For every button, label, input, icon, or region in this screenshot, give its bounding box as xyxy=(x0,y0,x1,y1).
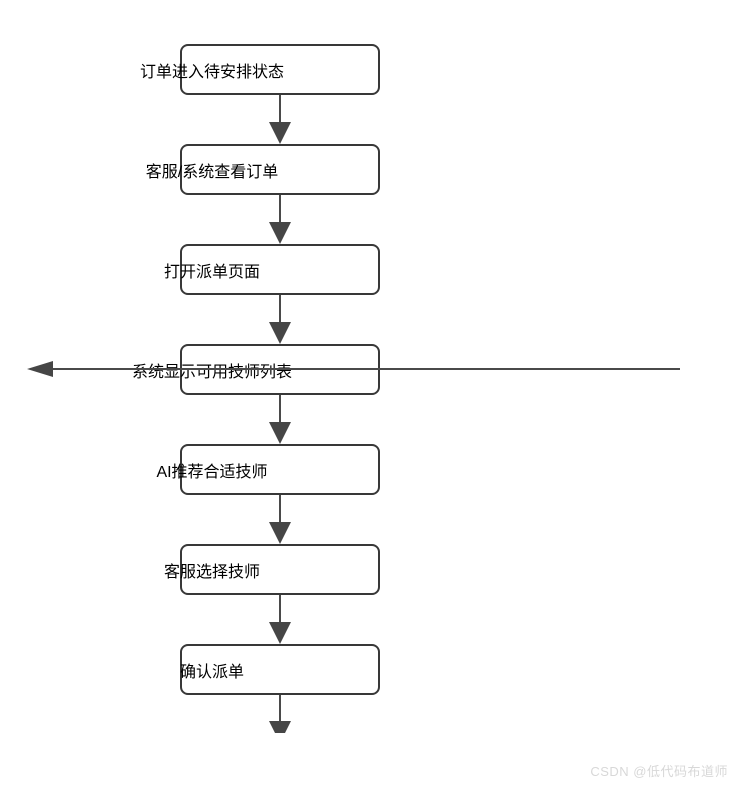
flow-node-order-pending: 订单进入待安排状态 xyxy=(140,44,380,95)
connector-line-3 xyxy=(279,293,281,322)
arrowhead-down-icon xyxy=(269,721,291,733)
horizontal-connector-line xyxy=(48,368,680,370)
connector-line-5 xyxy=(279,493,281,522)
connector-line-4 xyxy=(279,393,281,422)
connector-line-6 xyxy=(279,593,281,622)
flow-node-label: 系统显示可用技师列表 xyxy=(131,363,292,381)
flow-node-select-technician: 客服选择技师 xyxy=(164,544,380,595)
arrowhead-down-icon xyxy=(269,622,291,644)
flow-node-label: 客服/系统查看订单 xyxy=(145,163,279,181)
arrowhead-down-icon xyxy=(269,122,291,144)
flow-node-view-order: 客服/系统查看订单 xyxy=(146,144,380,195)
arrowhead-down-icon xyxy=(269,222,291,244)
flow-node-ai-recommend: AI推荐合适技师 xyxy=(156,444,380,495)
connector-line-2 xyxy=(279,193,281,222)
flow-node-label: 打开派单页面 xyxy=(163,263,260,281)
arrowhead-left-icon xyxy=(27,361,53,377)
flow-node-label: 订单进入待安排状态 xyxy=(139,63,284,81)
watermark: CSDN @低代码布道师 xyxy=(590,764,728,779)
connector-line-1 xyxy=(279,93,281,122)
arrowhead-down-icon xyxy=(269,322,291,344)
flow-node-open-dispatch-page: 打开派单页面 xyxy=(164,244,380,295)
flow-node-label: AI推荐合适技师 xyxy=(156,463,268,481)
flow-node-label: 客服选择技师 xyxy=(163,563,260,581)
flow-node-label: 确认派单 xyxy=(179,663,244,681)
arrowhead-down-icon xyxy=(269,522,291,544)
arrowhead-down-icon xyxy=(269,422,291,444)
connector-line-exit xyxy=(279,695,281,721)
flow-node-confirm-dispatch: 确认派单 xyxy=(180,644,380,695)
